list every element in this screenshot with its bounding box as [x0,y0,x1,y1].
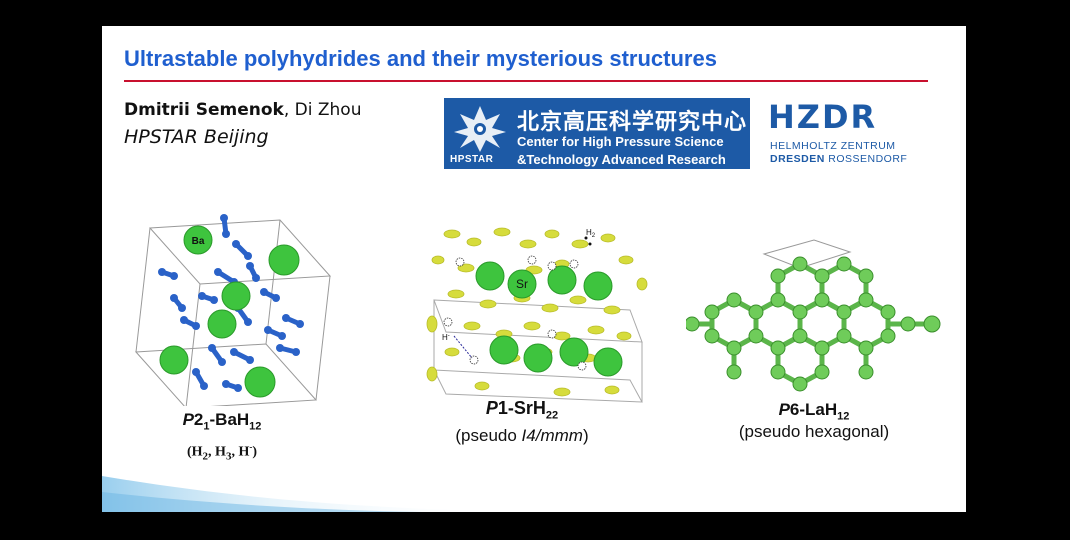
bah12-formula-numsub: 1 [203,420,210,433]
bah12-formula-hsub: 12 [249,420,262,433]
bah12-note-open: (H [186,444,203,460]
hzdr-line2-rest: ROSSENDORF [824,153,908,165]
slide-title: Ultrastable polyhydrides and their myste… [124,46,717,71]
bah12-formula-num: 2 [193,410,204,429]
decorative-wave [102,476,522,512]
bah12-note-h2sub: 2 [202,450,209,463]
hpstar-logo: HPSTAR 北京高压科学研究中心 Center for High Pressu… [444,98,750,169]
hzdr-logo: HZDR HELMHOLTZ ZENTRUM DRESDEN ROSSENDOR… [768,98,928,168]
hpstar-name-en-line1: Center for High Pressure Science [517,134,724,149]
hzdr-line2: DRESDEN ROSSENDORF [770,153,907,165]
bah12-note-close: ) [252,444,257,460]
hminus-label-sup: - [448,333,450,339]
author-line: Dmitrii Semenok, Di Zhou [124,100,361,120]
bah12-formula: P21-BaH12 [152,410,292,432]
srh22-note-close: ) [582,426,589,445]
srh22-note-open: (pseudo [455,426,522,445]
author-rest: , Di Zhou [283,100,362,120]
srh22-formula-num: 1 [497,398,508,418]
srh22-note: (pseudo I4/mmm) [422,426,622,446]
ba-atom-label: Ba [192,236,205,247]
srh22-formula: P1-SrH22 [442,398,602,422]
srh22-crystal-structure: Sr H2 H- [426,227,648,403]
lah12-note: (pseudo hexagonal) [738,422,890,441]
lah12-formula-num: 6 [789,400,800,419]
srh22-formula-elem: -SrH [507,398,546,418]
h2-label-h: H [586,228,592,237]
srh22-note-italic: I4/mmm [521,426,583,445]
hpstar-name-zh: 北京高压科学研究中心 [517,110,748,135]
bah12-note-sup: - [249,442,253,452]
affiliation: HPSTAR Beijing [124,126,269,148]
lah12-formula: P6-LaH12 [734,400,894,422]
bah12-note: (H2, H3, H-) [152,442,292,462]
srh22-formula-hsub: 22 [545,409,559,422]
sr-atom-label: Sr [516,277,528,291]
hminus-label-h: H [442,333,448,342]
hpstar-abbr: HPSTAR [450,154,494,165]
h2-label: H2 [586,228,596,239]
bah12-note-h3sub: 3 [225,450,232,463]
bah12-formula-elem: -BaH [209,410,250,429]
lah12-formula-hsub: 12 [837,410,850,423]
title-divider [124,80,928,82]
bah12-note-end: , H [231,444,250,460]
lah12-crystal-structure [686,239,941,392]
slide: Ultrastable polyhydrides and their myste… [102,26,966,512]
srh22-formula-prefix: P [485,398,498,418]
hpstar-name-en-line2: &Technology Advanced Research [517,152,726,167]
h2-label-sub: 2 [592,233,596,239]
author-main: Dmitrii Semenok [124,100,284,120]
hminus-label: H- [442,333,450,342]
lah12-formula-elem: -LaH [799,400,838,419]
bah12-note-mid: , H [208,444,226,460]
hzdr-line1: HELMHOLTZ ZENTRUM [770,140,896,152]
hpstar-emblem-icon [454,106,506,152]
hzdr-line2-bold: DRESDEN [770,153,825,165]
bah12-crystal-structure: Ba [134,214,332,406]
hzdr-mark: HZDR [768,98,878,136]
bah12-formula-prefix: P [182,410,194,429]
lah12-formula-prefix: P [778,400,790,419]
